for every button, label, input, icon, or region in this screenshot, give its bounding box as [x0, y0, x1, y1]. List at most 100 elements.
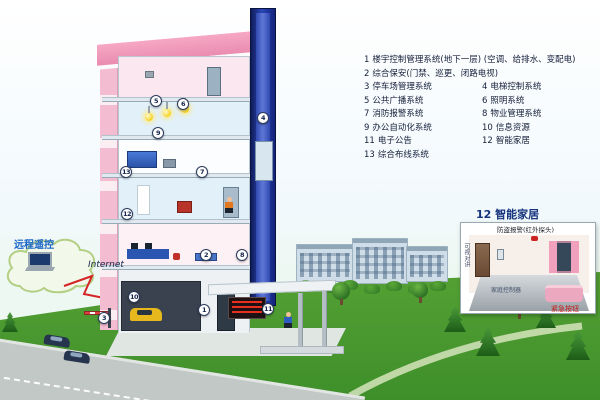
legend-item-label: 信息资源 — [495, 122, 530, 133]
hedge-icon — [386, 281, 402, 291]
legend-item-number: 11 — [364, 136, 375, 146]
person-figure — [225, 197, 233, 213]
legend-item-label: 楼宇控制管理系统(地下一层) (空调、给排水、变配电) — [372, 55, 576, 65]
legend-item-label: 公共广播系统 — [372, 95, 424, 106]
equipment-cabinet — [137, 185, 150, 215]
system-badge: 10 — [128, 291, 140, 303]
emergency-button-label: 紧急按钮 — [551, 305, 579, 313]
legend-item-number: 5 — [364, 95, 370, 106]
remote-control-label: 远程遥控 — [14, 240, 54, 251]
legend-item-number: 9 — [364, 122, 370, 133]
window-with-curtains — [549, 241, 579, 273]
apartment-block — [406, 246, 448, 282]
system-badge: 8 — [236, 249, 248, 261]
taxi-car-icon — [130, 308, 162, 321]
internet-label: Internet — [88, 260, 124, 270]
smart-home-inset: 防盗报警(红外探头) 可视对讲 家庭控制器 紧急按钮 — [460, 222, 596, 314]
legend-item-label: 综合保安(门禁、巡更、闭路电视) — [372, 68, 499, 79]
legend-item-label: 停车场管理系统 — [372, 82, 432, 92]
legend-item-number: 7 — [364, 109, 370, 119]
system-badge: 3 — [98, 312, 110, 324]
fire-alarm-equipment — [177, 201, 192, 213]
controller-label: 家庭控制器 — [491, 287, 522, 294]
office-chair — [173, 253, 180, 260]
entrance-steps — [260, 346, 344, 354]
system-badge: 12 — [121, 208, 133, 220]
elevator-car — [255, 141, 273, 181]
legend-item-number: 4 — [482, 82, 488, 92]
legend-item-number: 10 — [482, 122, 493, 133]
legend-item-label: 照明系统 — [490, 95, 525, 106]
infrared-sensor-icon — [531, 236, 538, 241]
floor-slab — [102, 265, 251, 270]
system-badge: 4 — [257, 112, 269, 124]
system-badge: 1 — [198, 304, 210, 316]
electronic-bulletin-sign — [228, 297, 266, 319]
hedge-icon — [342, 280, 358, 290]
garage-interior — [121, 281, 201, 331]
legend-item-number: 12 — [482, 136, 493, 146]
system-badge: 7 — [196, 166, 208, 178]
tree-icon — [412, 282, 428, 304]
canopy-column — [298, 293, 303, 351]
apartment-block — [296, 244, 354, 282]
hedge-icon — [430, 281, 446, 291]
lawn-path-line — [348, 322, 583, 400]
legend-item-label: 电子公告 — [377, 136, 412, 146]
bed — [545, 285, 583, 302]
floor-slab — [102, 97, 251, 102]
server-cabinet — [127, 151, 157, 168]
system-badge: 2 — [200, 249, 212, 261]
legend-item-label: 综合布线系统 — [377, 149, 429, 160]
floor-6 — [119, 57, 249, 97]
legend-item-number: 6 — [482, 95, 488, 106]
light-bulb-icon — [145, 106, 153, 121]
laptop-icon — [28, 252, 52, 267]
intercom-label: 可视对讲 — [463, 243, 470, 267]
door — [207, 67, 221, 96]
floor-slab — [102, 219, 251, 224]
tree-icon — [332, 282, 350, 306]
legend-item-label: 电梯控制系统 — [490, 82, 542, 92]
system-badge: 9 — [152, 127, 164, 139]
building-side-wall — [100, 62, 118, 330]
office-machine — [163, 159, 176, 168]
legend-item-label: 办公自动化系统 — [372, 122, 432, 133]
floor-slab — [102, 173, 251, 178]
system-badge: 5 — [150, 95, 162, 107]
floor-slab — [102, 135, 251, 140]
elevator-shaft — [250, 8, 276, 306]
legend-item-number: 3 — [364, 82, 370, 92]
system-badge: 11 — [262, 303, 274, 315]
hedge-icon — [364, 284, 380, 294]
legend-item-number: 13 — [364, 149, 375, 160]
system-badge: 6 — [177, 98, 189, 110]
lawn-path — [348, 322, 583, 400]
room-door — [475, 243, 490, 277]
office-desk — [127, 243, 169, 259]
legend-item-label: 物业管理系统 — [490, 109, 542, 119]
alarm-label: 防盗报警(红外探头) — [497, 226, 555, 234]
legend-item-number: 2 — [364, 68, 370, 79]
legend-item-number: 1 — [364, 55, 370, 65]
legend-item-number: 8 — [482, 109, 488, 119]
legend-item-label: 智能家居 — [495, 136, 530, 146]
smart-home-heading: 12 智能家居 — [476, 208, 540, 221]
legend-item-label: 消防报警系统 — [372, 109, 424, 119]
light-bulb-icon — [163, 102, 171, 117]
